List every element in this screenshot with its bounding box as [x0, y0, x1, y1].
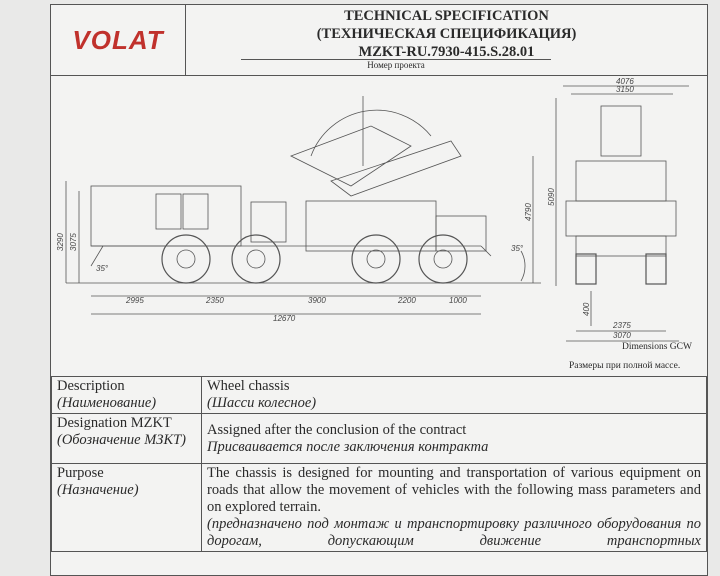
spec-page: VOLAT TECHNICAL SPECIFICATION (ТЕХНИЧЕСК… [50, 4, 708, 576]
label-ru: (Назначение) [57, 482, 139, 498]
label-ru: (Обозначение МЗКТ) [57, 432, 187, 448]
side-view [65, 96, 541, 315]
label-en: Designation MZKT [57, 415, 172, 431]
front-view [555, 85, 689, 342]
label-ru: (Наименование) [57, 395, 157, 411]
dim-400: 400 [582, 302, 591, 316]
label-en: Description [57, 378, 125, 394]
vehicle-drawing: 2995 2350 3900 2200 1000 12670 3290 3075… [51, 76, 707, 376]
dim-3075: 3075 [69, 233, 78, 251]
project-number: MZKT-RU.7930-415.S.28.01 [358, 44, 535, 60]
table-row: Designation MZKT(Обозначение МЗКТ) Assig… [51, 413, 707, 464]
angle-departure: 35° [511, 244, 524, 253]
value-ru: Присваивается после заключения контракта [207, 438, 489, 455]
caption-en: Dimensions GCW [622, 342, 692, 352]
angle-approach: 35° [96, 264, 109, 273]
dim-5090: 5090 [547, 188, 556, 206]
volat-logo: VOLAT [51, 5, 186, 75]
dim-2200: 2200 [397, 296, 416, 305]
title-ru: (ТЕХНИЧЕСКАЯ СПЕЦИФИКАЦИЯ) [316, 26, 577, 42]
value-en: Wheel chassis [207, 378, 290, 394]
value-en: The chassis is designed for mounting and… [207, 465, 701, 515]
table-row: Purpose(Назначение) The chassis is desig… [51, 463, 707, 552]
header: VOLAT TECHNICAL SPECIFICATION (ТЕХНИЧЕСК… [51, 5, 707, 76]
project-number-label: Номер проекта [367, 60, 425, 70]
dim-4790: 4790 [524, 203, 533, 221]
spec-table: Description(Наименование) Wheel chassis(… [51, 376, 707, 552]
dim-3070: 3070 [613, 331, 631, 340]
dim-3290: 3290 [56, 233, 65, 251]
dim-4076: 4076 [616, 77, 634, 86]
caption-ru: Размеры при полной массе. [569, 361, 681, 371]
table-row: Description(Наименование) Wheel chassis(… [51, 376, 707, 414]
dim-12670: 12670 [273, 314, 296, 323]
dim-3900: 3900 [308, 296, 326, 305]
logo-text: VOLAT [72, 24, 164, 55]
title-en: TECHNICAL SPECIFICATION [344, 8, 549, 24]
value-en: Assigned after the conclusion of the con… [207, 421, 467, 438]
value-ru: (Шасси колесное) [207, 395, 317, 411]
dim-3150: 3150 [616, 85, 634, 94]
dim-2995: 2995 [125, 296, 144, 305]
divider [241, 59, 551, 60]
document-title: TECHNICAL SPECIFICATION (ТЕХНИЧЕСКАЯ СПЕ… [186, 7, 707, 61]
dim-2350: 2350 [205, 296, 224, 305]
label-en: Purpose [57, 465, 104, 481]
dim-2375: 2375 [612, 321, 631, 330]
value-ru: (предназначено под монтаж и транспортиро… [207, 516, 701, 549]
dim-1000: 1000 [449, 296, 467, 305]
